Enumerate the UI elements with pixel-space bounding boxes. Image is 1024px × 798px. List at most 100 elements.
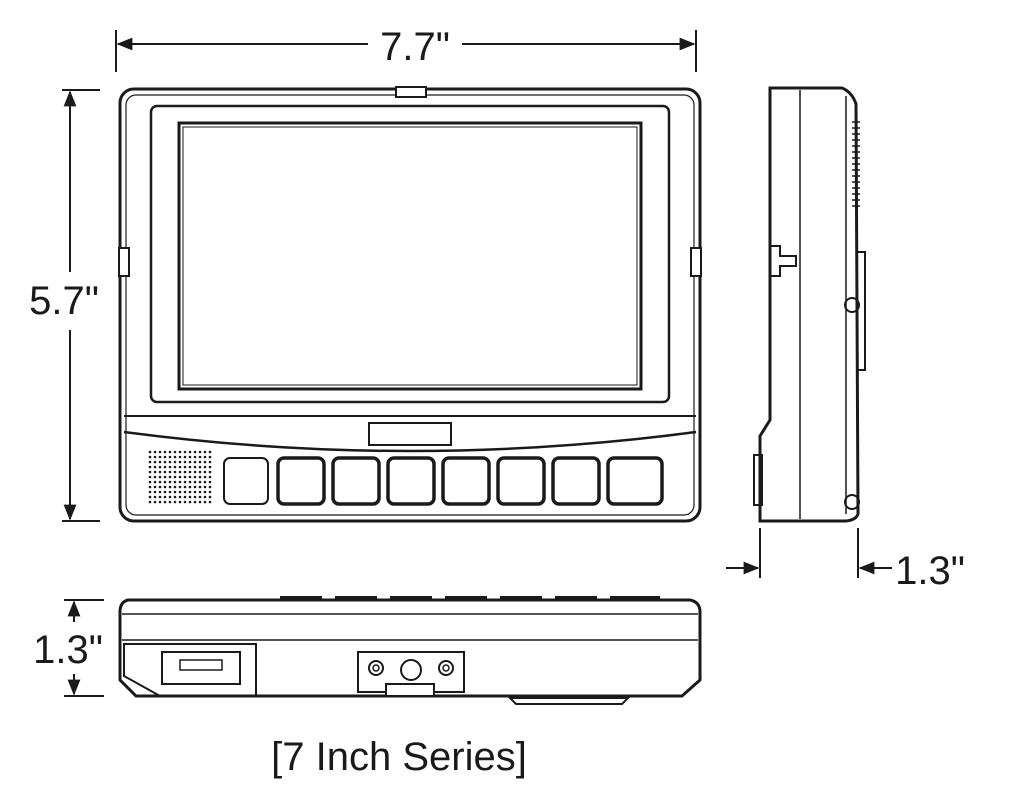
speaker-hole [208, 475, 212, 479]
speaker-hole [193, 455, 197, 459]
speaker-hole [208, 495, 212, 499]
speaker-hole [148, 500, 152, 504]
speaker-hole [153, 480, 157, 484]
speaker-hole [203, 475, 207, 479]
speaker-hole [193, 465, 197, 469]
speaker-hole [203, 455, 207, 459]
speaker-hole [158, 485, 162, 489]
speaker-hole [163, 450, 167, 454]
speaker-hole [208, 450, 212, 454]
speaker-hole [188, 490, 192, 494]
speaker-hole [168, 495, 172, 499]
speaker-hole [148, 495, 152, 499]
speaker-hole [178, 470, 182, 474]
speaker-hole [153, 500, 157, 504]
speaker-hole [153, 465, 157, 469]
speaker-hole [178, 465, 182, 469]
speaker-hole [173, 470, 177, 474]
height-dimension [62, 89, 100, 522]
width-dimension [115, 30, 697, 72]
speaker-hole [158, 495, 162, 499]
speaker-hole [173, 495, 177, 499]
speaker-hole [188, 500, 192, 504]
speaker-hole [183, 500, 187, 504]
speaker-hole [203, 485, 207, 489]
speaker-hole [208, 470, 212, 474]
side-vents [852, 121, 860, 207]
speaker-hole [168, 455, 172, 459]
speaker-hole [153, 450, 157, 454]
speaker-hole [203, 500, 207, 504]
speaker-hole [198, 480, 202, 484]
speaker-hole [153, 460, 157, 464]
speaker-hole [173, 500, 177, 504]
speaker-hole [158, 470, 162, 474]
speaker-hole [148, 480, 152, 484]
speaker-hole [178, 500, 182, 504]
speaker-hole [148, 470, 152, 474]
speaker-hole [173, 490, 177, 494]
speaker-hole [188, 465, 192, 469]
speaker-hole [168, 490, 172, 494]
speaker-hole [148, 460, 152, 464]
bottom-view [118, 596, 702, 705]
speaker-hole [183, 485, 187, 489]
front-view [118, 86, 702, 523]
speaker-hole [163, 490, 167, 494]
speaker-hole [203, 465, 207, 469]
speaker-hole [173, 455, 177, 459]
speaker-hole [148, 485, 152, 489]
side-view [753, 86, 866, 523]
speaker-hole [193, 450, 197, 454]
speaker-hole [208, 460, 212, 464]
speaker-hole [173, 460, 177, 464]
bottom-depth-label: 1.3" [33, 628, 103, 672]
speaker-hole [163, 460, 167, 464]
speaker-hole [188, 455, 192, 459]
speaker-hole [153, 485, 157, 489]
usb-port [161, 651, 241, 685]
speaker-hole [148, 450, 152, 454]
speaker-hole [188, 480, 192, 484]
speaker-hole [198, 460, 202, 464]
speaker-hole [178, 450, 182, 454]
front-button [331, 456, 381, 506]
speaker-hole [198, 450, 202, 454]
speaker-hole [158, 480, 162, 484]
speaker-hole [183, 455, 187, 459]
speaker-hole [203, 450, 207, 454]
speaker-hole [208, 465, 212, 469]
speaker-hole [208, 455, 212, 459]
speaker-hole [153, 470, 157, 474]
speaker-hole [183, 460, 187, 464]
speaker-hole [178, 495, 182, 499]
speaker-hole [193, 480, 197, 484]
speaker-hole [158, 475, 162, 479]
speaker-hole [163, 480, 167, 484]
speaker-hole [188, 485, 192, 489]
speaker-hole [148, 475, 152, 479]
speaker-hole [208, 485, 212, 489]
speaker-hole [173, 485, 177, 489]
front-housing [118, 87, 702, 523]
speaker-hole [158, 455, 162, 459]
front-button [441, 456, 491, 506]
screen-bezel [149, 104, 671, 404]
speaker-hole [148, 455, 152, 459]
speaker-hole [178, 490, 182, 494]
speaker-hole [168, 480, 172, 484]
speaker-hole [183, 495, 187, 499]
speaker-hole [158, 450, 162, 454]
speaker-hole [153, 490, 157, 494]
speaker-hole [183, 480, 187, 484]
speaker-hole [193, 475, 197, 479]
speaker-hole [203, 490, 207, 494]
speaker-hole [178, 475, 182, 479]
front-button [551, 456, 601, 506]
speaker-hole [163, 485, 167, 489]
speaker-hole [158, 460, 162, 464]
height-label: 5.7" [29, 279, 99, 323]
speaker-hole [198, 470, 202, 474]
speaker-grille [148, 450, 212, 504]
speaker-hole [168, 470, 172, 474]
